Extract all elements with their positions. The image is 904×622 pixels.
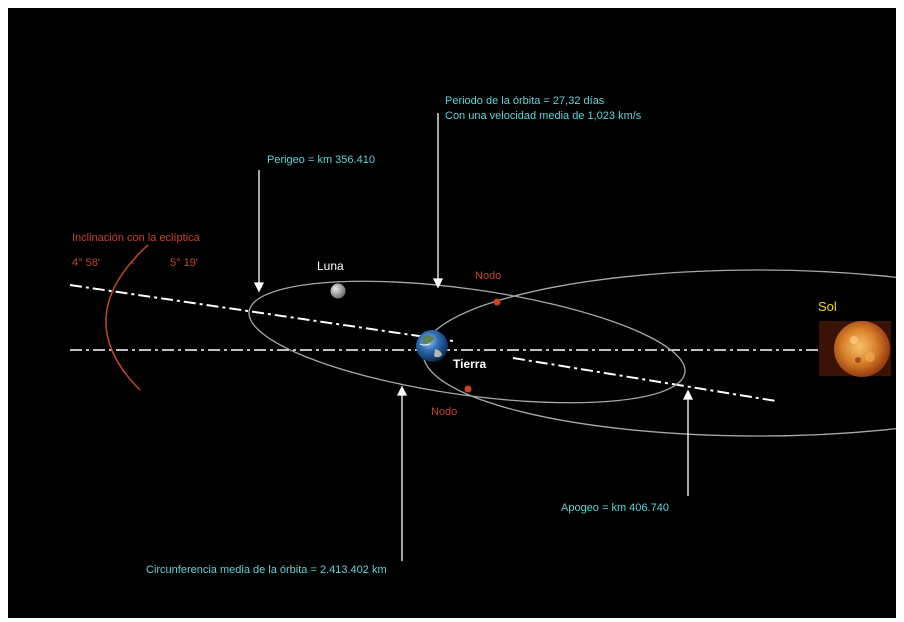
lunar-orbit-plane-line [69,284,777,402]
inclination-title: Inclinación con la eclíptica [72,232,201,244]
lunar-orbit [248,280,686,404]
orbit-diagram: Periodo de la órbita = 27,32 días Con un… [69,95,896,576]
inclination-arc [105,244,149,391]
circumference-label: Circunferencia media de la órbita = 2.41… [146,564,387,576]
inclination-dash: - [131,257,135,269]
diagram-canvas: Periodo de la órbita = 27,32 días Con un… [8,8,896,618]
perigee-label: Perigeo = km 356.410 [267,154,375,166]
node-label-top: Nodo [475,270,501,282]
apogee-label: Apogeo = km 406.740 [561,502,669,514]
inclination-max: 5° 19' [170,257,198,269]
earth-icon [416,330,448,362]
sun-icon [819,321,891,377]
node-label-bottom: Nodo [431,406,457,418]
moon-label: Luna [317,259,344,273]
annotation-arrows [253,113,694,561]
inclination-min: 4° 58' [72,257,100,269]
node-marker-bottom [464,385,472,393]
moon-icon [330,283,346,299]
sun-label: Sol [818,299,837,314]
period-label-line2: Con una velocidad media de 1,023 km/s [445,110,642,122]
earth-label: Tierra [453,357,486,371]
period-label-line1: Periodo de la órbita = 27,32 días [445,95,605,107]
node-marker-top [493,298,501,306]
